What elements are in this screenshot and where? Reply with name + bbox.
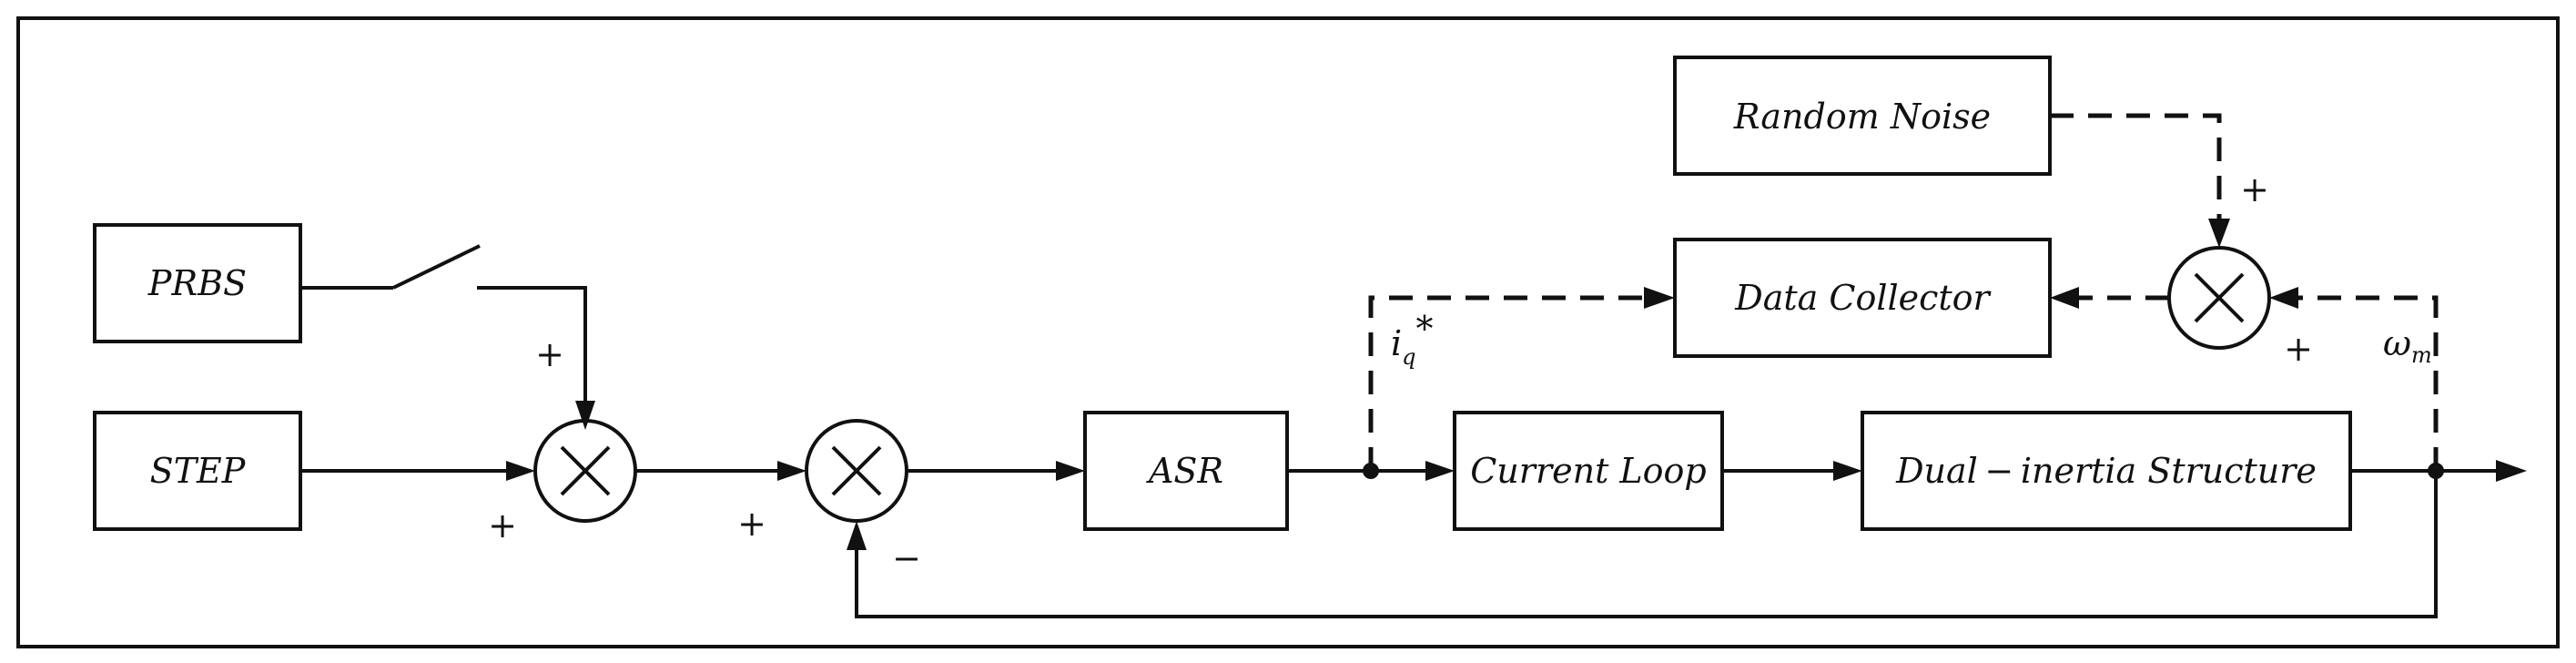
current-loop-label: Current Loop [1470,451,1707,491]
junction2-left-plus-sign: + [737,504,766,544]
summing-junction-2 [805,419,908,523]
data-collector-block: Data Collector [1673,238,2052,358]
noise-junction-top-plus-sign: + [2240,169,2269,209]
iq-star-label: iq* [1391,309,1434,370]
junction1-left-plus-sign: + [488,505,517,546]
wm-branch-point [2428,463,2444,479]
switch-blade [392,244,481,290]
step-label: STEP [150,451,247,491]
prbs-block: PRBS [93,223,302,343]
junction1-top-plus-sign: + [535,334,564,374]
dual-inertia-label: Dual − inertia Structure [1895,451,2317,491]
asr-block: ASR [1083,411,1289,531]
asr-label: ASR [1146,451,1223,491]
iq-branch-point [1363,463,1379,479]
summing-junction-noise [2167,246,2271,350]
arrowheads [506,219,2527,550]
random-noise-label: Random Noise [1733,97,1991,137]
omega-m-label: ωm [2383,323,2432,368]
junction2-feedback-minus-sign: − [892,538,921,578]
prbs-label: PRBS [147,263,247,303]
summing-junction-1 [533,419,637,523]
data-collector-label: Data Collector [1734,278,1992,318]
dashed-signal-paths [1368,113,2439,471]
noise-junction-right-plus-sign: + [2284,329,2313,369]
random-noise-block: Random Noise [1673,56,2052,176]
diagram-frame [16,16,2560,648]
solid-signal-paths [300,244,2505,618]
current-loop-block: Current Loop [1453,411,1724,531]
step-block: STEP [93,411,302,531]
dual-inertia-block: Dual − inertia Structure [1861,411,2352,531]
